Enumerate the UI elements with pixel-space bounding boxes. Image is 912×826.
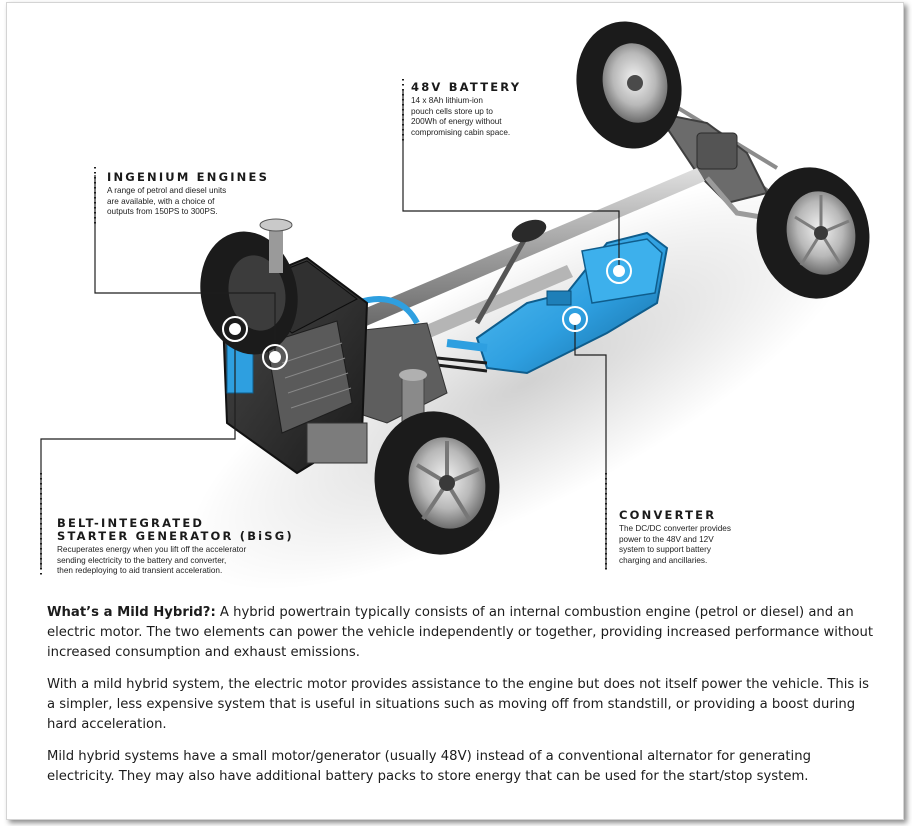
figure-frame: 48V BATTERY 14 x 8Ah lithium-ion pouch c… [6, 2, 904, 820]
rear-left-wheel [576, 21, 682, 149]
battery-description: 14 x 8Ah lithium-ion pouch cells store u… [411, 96, 611, 138]
converter-desc-line: The DC/DC converter provides [619, 524, 731, 533]
bisg-description: Recuperates energy when you lift off the… [57, 545, 337, 577]
paragraph-mild-hybrid-system: With a mild hybrid system, the electric … [47, 677, 869, 732]
engines-leader [94, 175, 276, 355]
converter-leader [574, 319, 607, 569]
leader-lines [40, 89, 620, 569]
engines-callout: INGENIUM ENGINES A range of petrol and d… [107, 171, 327, 218]
bisg-desc-line: sending electricity to the battery and c… [57, 555, 227, 565]
rear-right-wheel [756, 167, 870, 299]
battery-title: 48V BATTERY [411, 80, 522, 94]
engines-desc-line: A range of petrol and diesel units [107, 186, 227, 195]
battery-leader [402, 89, 620, 271]
front-right-wheel [374, 411, 500, 555]
mild-hybrid-chassis-diagram [40, 21, 870, 591]
article-text: What’s a Mild Hybrid?: A hybrid powertra… [47, 603, 877, 799]
battery-desc-line: pouch cells store up to [411, 106, 493, 116]
front-strut-left [259, 218, 293, 273]
paragraph-motor-generator: Mild hybrid systems have a small motor/g… [47, 749, 811, 784]
bisg-title-line: BELT-INTEGRATED [57, 516, 205, 530]
bisg-desc-line: then redeploying to aid transient accele… [57, 566, 223, 576]
converter-description: The DC/DC converter provides power to th… [619, 524, 819, 566]
converter-hotspot-icon [562, 306, 588, 332]
converter-desc-line: power to the 48V and 12V [619, 534, 714, 544]
converter-desc-line: system to support battery [619, 545, 711, 555]
battery-desc-line: compromising cabin space. [411, 127, 511, 137]
paragraph-lead: What’s a Mild Hybrid?: [47, 605, 216, 620]
battery-hotspot-icon [606, 258, 632, 284]
ground-shadow [186, 175, 868, 591]
engine-hotspot-icon [262, 344, 288, 370]
bisg-title: BELT-INTEGRATED STARTER GENERATOR (BiSG) [57, 517, 337, 543]
paragraph-what-is-mild-hybrid: What’s a Mild Hybrid?: A hybrid powertra… [47, 603, 877, 663]
engines-desc-line: outputs from 150PS to 300PS. [107, 207, 218, 217]
converter-callout: CONVERTER The DC/DC converter provides p… [619, 509, 819, 566]
engines-description: A range of petrol and diesel units are a… [107, 186, 327, 218]
converter-desc-line: charging and ancillaries. [619, 555, 708, 565]
bisg-title-line: STARTER GENERATOR (BiSG) [57, 529, 294, 543]
battery-desc-line: 200Wh of energy without [411, 117, 502, 127]
paragraph-body: A hybrid powertrain typically consists o… [47, 605, 874, 660]
battery-desc-line: 14 x 8Ah lithium-ion [411, 96, 483, 105]
engines-title: INGENIUM ENGINES [107, 170, 270, 184]
bisg-hotspot-icon [222, 316, 248, 342]
converter-title: CONVERTER [619, 508, 717, 522]
engines-desc-line: are available, with a choice of [107, 196, 215, 206]
bisg-callout: BELT-INTEGRATED STARTER GENERATOR (BiSG)… [57, 517, 337, 577]
bisg-desc-line: Recuperates energy when you lift off the… [57, 545, 247, 554]
steering-column [474, 219, 547, 325]
leader-dots [40, 79, 607, 575]
battery-callout: 48V BATTERY 14 x 8Ah lithium-ion pouch c… [411, 81, 611, 138]
